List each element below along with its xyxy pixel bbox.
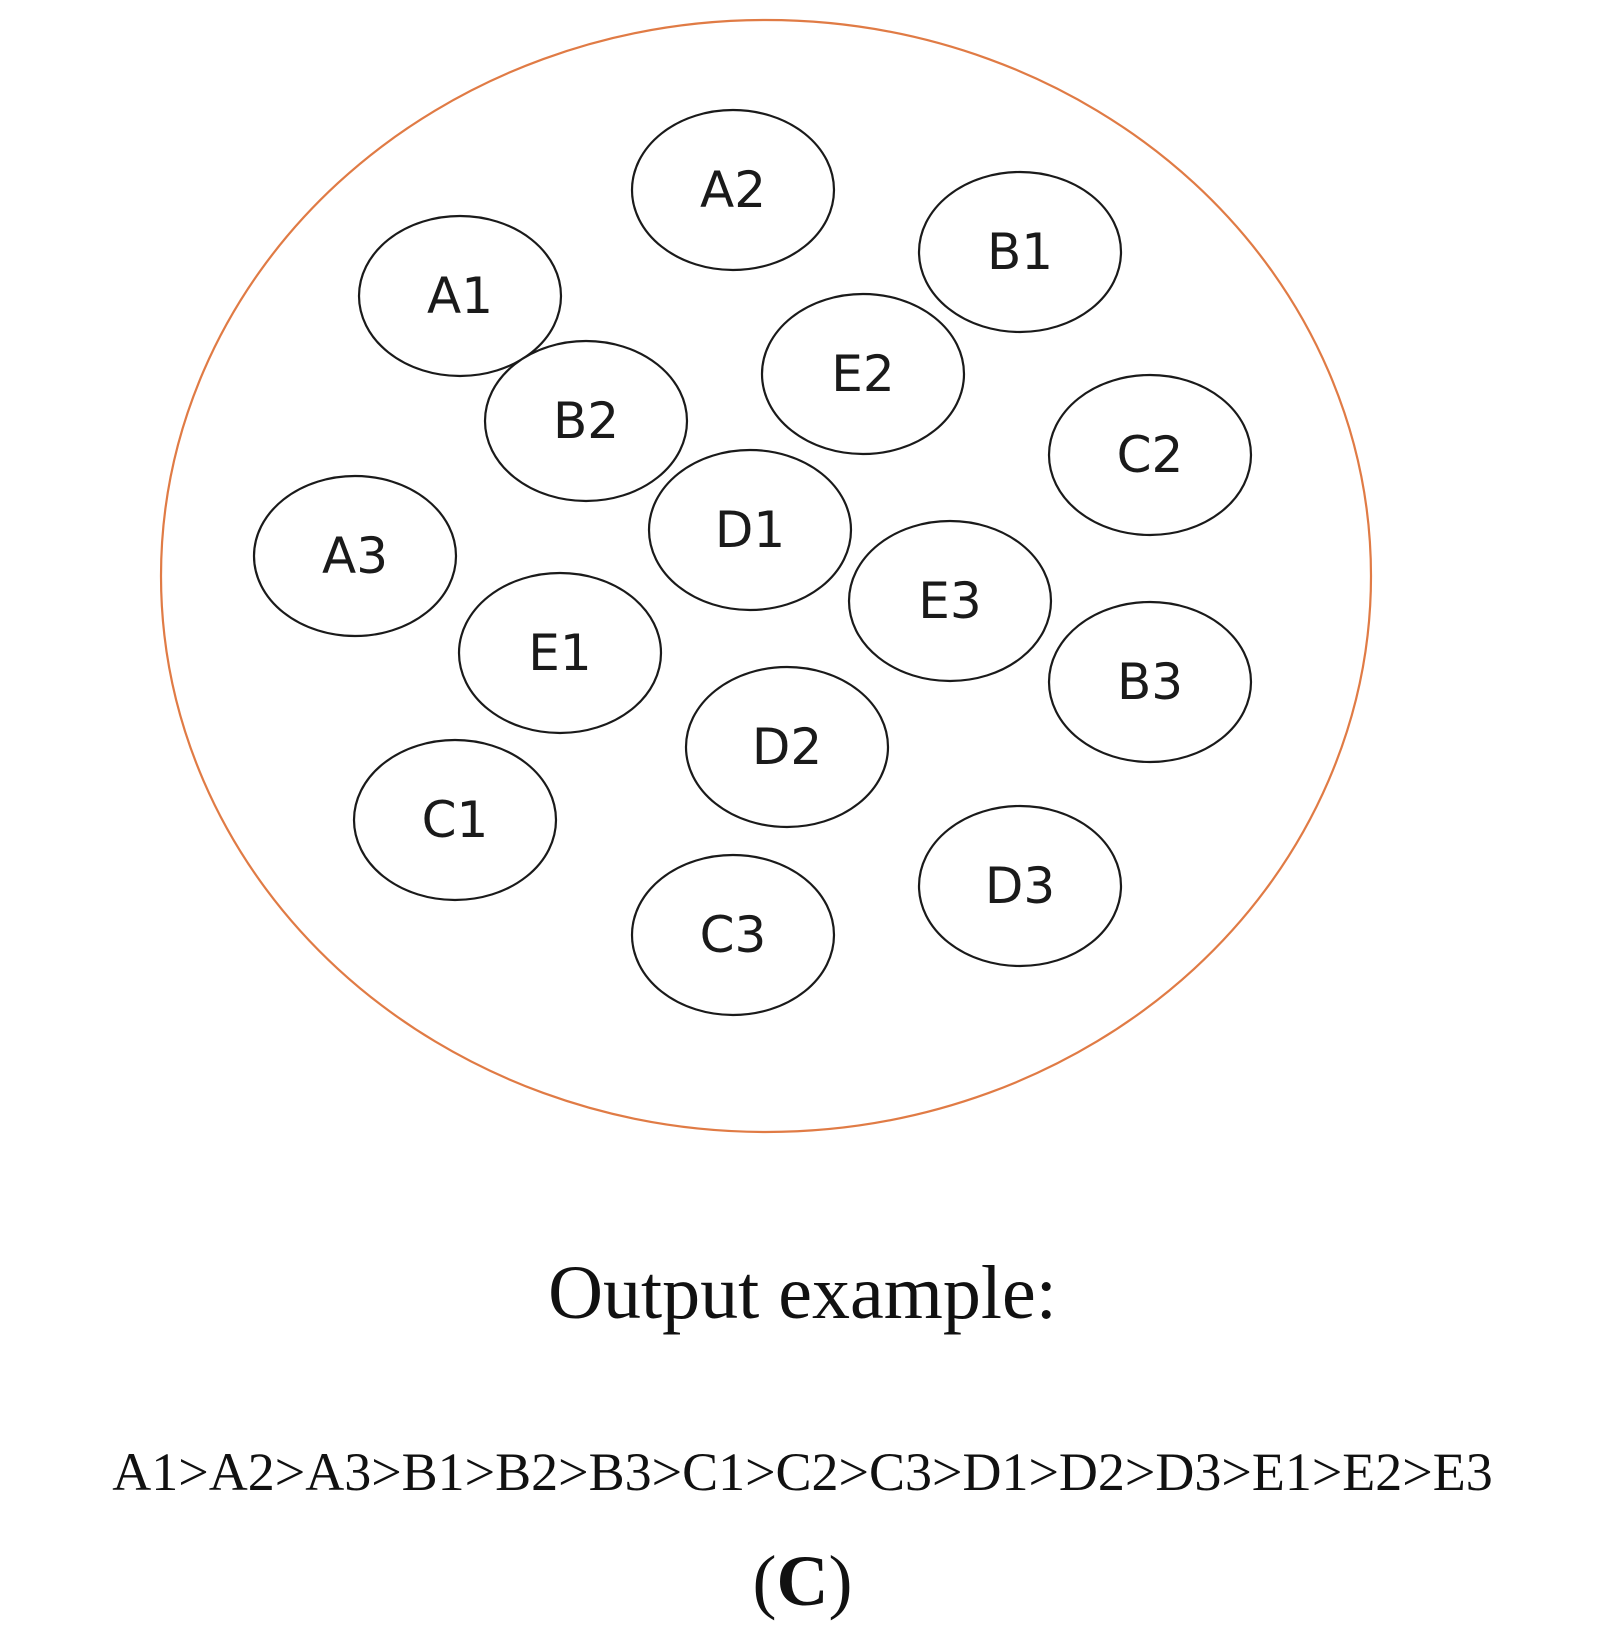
node-ellipse-b1	[917, 170, 1123, 334]
node-d3: D3	[917, 804, 1123, 968]
node-e3: E3	[847, 519, 1053, 683]
node-a3: A3	[252, 474, 458, 638]
node-label-c3: C3	[700, 906, 767, 964]
output-sequence: A1>A2>A3>B1>B2>B3>C1>C2>C3>D1>D2>D3>E1>E…	[112, 1442, 1493, 1502]
node-ellipse-e3	[847, 519, 1053, 683]
node-b2: B2	[483, 339, 689, 503]
node-label-c2: C2	[1117, 426, 1184, 484]
node-label-e1: E1	[528, 624, 591, 682]
node-ellipse-b2	[483, 339, 689, 503]
node-label-c1: C1	[422, 791, 489, 849]
panel-label-close: )	[828, 1541, 853, 1621]
node-d2: D2	[684, 665, 890, 829]
node-label-a1: A1	[427, 267, 493, 325]
outer-pool-ellipse	[159, 18, 1373, 1134]
node-e1: E1	[457, 571, 663, 735]
node-ellipse-d2	[684, 665, 890, 829]
node-c3: C3	[630, 853, 836, 1017]
node-c1: C1	[352, 738, 558, 902]
node-ellipse-c3	[630, 853, 836, 1017]
node-label-e3: E3	[918, 572, 981, 630]
node-b3: B3	[1047, 600, 1253, 764]
panel-label: (C)	[0, 1545, 1605, 1617]
node-label-b3: B3	[1117, 653, 1183, 711]
panel-label-letter: C	[776, 1541, 829, 1621]
node-label-b1: B1	[987, 223, 1053, 281]
node-label-a3: A3	[322, 527, 388, 585]
output-example-title: Output example:	[548, 1251, 1057, 1335]
node-ellipse-b3	[1047, 600, 1253, 764]
node-e2: E2	[760, 292, 966, 456]
node-label-a2: A2	[700, 161, 766, 219]
node-ellipse-c1	[352, 738, 558, 902]
panel-label-open: (	[752, 1541, 777, 1621]
node-ellipse-e2	[760, 292, 966, 456]
node-label-d3: D3	[985, 857, 1055, 915]
node-ellipse-a1	[357, 214, 563, 378]
node-d1: D1	[647, 448, 853, 612]
node-ellipse-a2	[630, 108, 836, 272]
node-a2: A2	[630, 108, 836, 272]
node-ellipse-e1	[457, 571, 663, 735]
node-label-d1: D1	[715, 501, 785, 559]
node-b1: B1	[917, 170, 1123, 334]
node-label-e2: E2	[831, 345, 894, 403]
node-ellipse-d3	[917, 804, 1123, 968]
node-ellipse-d1	[647, 448, 853, 612]
node-label-d2: D2	[752, 718, 822, 776]
node-label-b2: B2	[553, 392, 619, 450]
node-ellipse-a3	[252, 474, 458, 638]
node-ellipse-c2	[1047, 373, 1253, 537]
node-a1: A1	[357, 214, 563, 378]
node-c2: C2	[1047, 373, 1253, 537]
